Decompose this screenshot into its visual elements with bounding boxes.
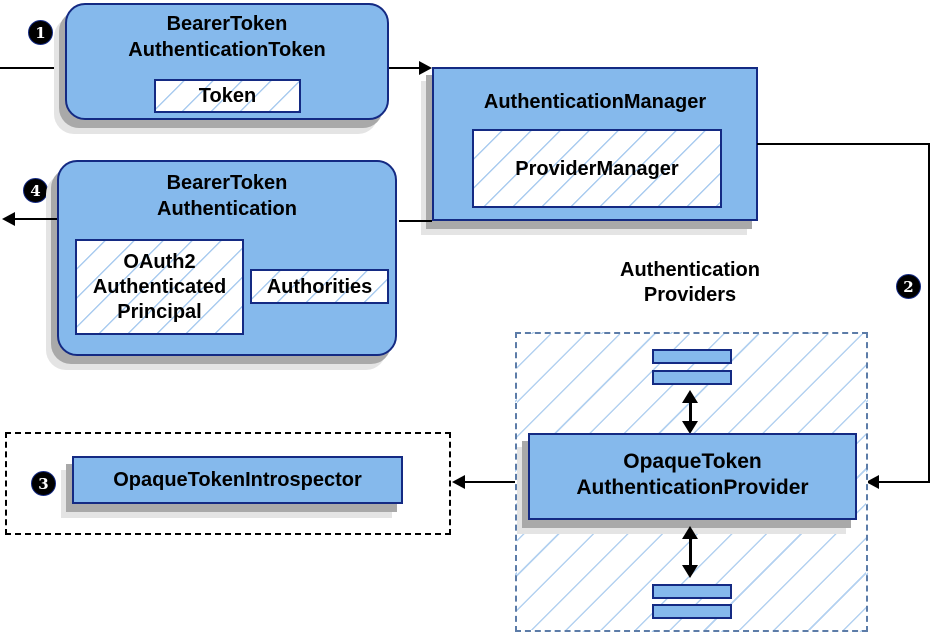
introspector-group: [5, 432, 451, 535]
outgoing-authentication-arrowhead-icon: [2, 212, 15, 226]
bearer-token-authentication-node: BearerToken Authentication OAuth2 Authen…: [57, 160, 397, 356]
authentication-manager-title: AuthenticationManager: [483, 91, 707, 113]
step-4-badge: 4: [23, 178, 48, 203]
other-provider-bar-icon: [652, 584, 732, 599]
provider-manager-label: ProviderManager: [515, 157, 679, 180]
token-to-manager-line: [389, 67, 421, 69]
arrow-down-tip-icon: [682, 565, 698, 578]
provider-title-line-1: OpaqueToken: [623, 450, 762, 473]
other-provider-bar-icon: [652, 349, 732, 364]
group-title-line-2: Providers: [643, 284, 737, 306]
token-box: Token: [154, 79, 301, 113]
title-line-1: BearerToken: [166, 13, 288, 35]
incoming-request-line: [0, 67, 65, 69]
principal-line-3: Principal: [117, 300, 202, 323]
double-arrow-icon: [681, 390, 699, 434]
arrow-up-tip-icon: [682, 526, 698, 539]
manager-to-provider-line-bottom: [879, 481, 930, 483]
provider-to-introspector-arrowhead-icon: [452, 475, 465, 489]
step-1-badge: 1: [28, 20, 53, 45]
outgoing-authentication-line: [13, 218, 57, 220]
manager-to-authentication-line: [399, 220, 432, 222]
arrow-stem: [688, 400, 692, 424]
title-line-2: AuthenticationToken: [128, 39, 326, 61]
step-4-number: 4: [30, 181, 41, 200]
arrow-down-tip-icon: [682, 421, 698, 434]
principal-line-1: OAuth2: [123, 250, 196, 273]
step-1-number: 1: [35, 23, 46, 42]
title-line-2: Authentication: [157, 198, 297, 220]
arrow-stem: [688, 536, 692, 568]
authorities-box: Authorities: [250, 269, 389, 304]
token-to-manager-arrowhead-icon: [419, 61, 432, 75]
manager-to-provider-line-vertical: [928, 143, 930, 483]
step-3-badge: 3: [31, 471, 56, 496]
bearer-token-authentication-title: BearerToken Authentication: [59, 170, 395, 222]
bearer-token-authentication-token-title: BearerToken AuthenticationToken: [67, 11, 387, 63]
opaque-token-authentication-provider-title: OpaqueToken AuthenticationProvider: [530, 449, 855, 501]
oauth2-authenticated-principal-label: OAuth2 Authenticated Principal: [93, 250, 226, 325]
other-provider-bar-icon: [652, 604, 732, 619]
principal-line-2: Authenticated: [92, 275, 227, 298]
double-arrow-icon: [681, 526, 699, 578]
provider-manager-box: ProviderManager: [472, 129, 722, 208]
step-2-badge: 2: [896, 274, 921, 299]
authentication-providers-title: Authentication Providers: [540, 258, 840, 308]
other-provider-bar-icon: [652, 370, 732, 385]
bearer-token-authentication-token-node: BearerToken AuthenticationToken Token: [65, 3, 389, 120]
opaque-token-introspector-label: OpaqueTokenIntrospector: [113, 469, 362, 491]
group-title-line-1: Authentication: [620, 259, 760, 281]
manager-to-provider-line-top: [757, 143, 930, 145]
step-2-number: 2: [903, 277, 914, 296]
provider-title-line-2: AuthenticationProvider: [576, 476, 809, 499]
manager-to-provider-arrowhead-icon: [866, 475, 879, 489]
step-3-number: 3: [38, 474, 49, 493]
oauth2-authenticated-principal-box: OAuth2 Authenticated Principal: [75, 239, 244, 335]
provider-to-introspector-line: [464, 481, 515, 483]
opaque-token-introspector-node: OpaqueTokenIntrospector: [72, 456, 403, 504]
opaque-token-authentication-provider-node: OpaqueToken AuthenticationProvider: [528, 433, 857, 520]
authentication-manager-node: AuthenticationManager ProviderManager: [432, 67, 758, 221]
authorities-label: Authorities: [266, 275, 373, 298]
token-label: Token: [198, 85, 257, 107]
title-line-1: BearerToken: [166, 172, 288, 194]
arrow-up-tip-icon: [682, 390, 698, 403]
